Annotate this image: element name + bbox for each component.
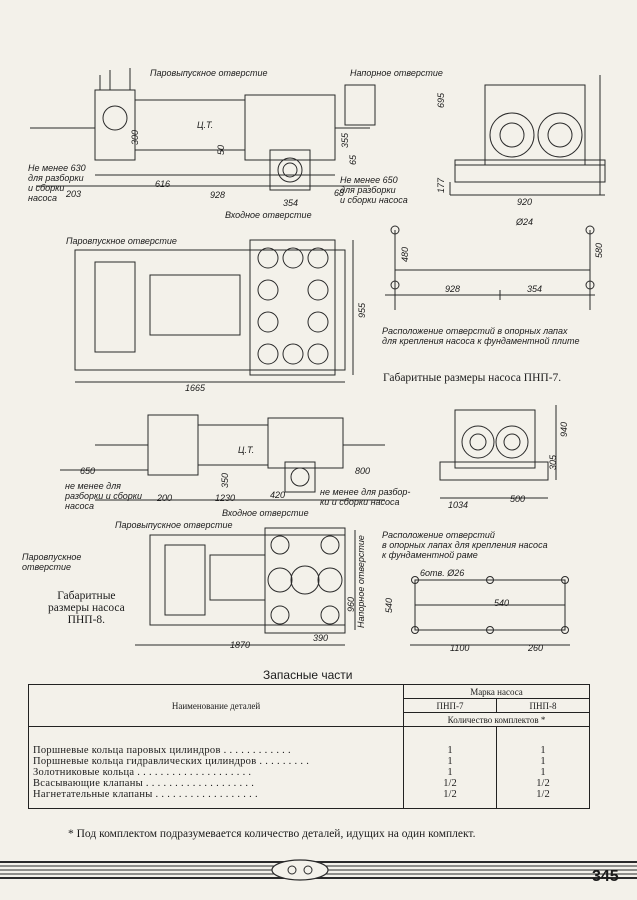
dim-355: 355	[340, 132, 350, 148]
dim-500: 500	[510, 494, 526, 504]
caption-pnp7: Габаритные размеры насоса ПНП-7.	[383, 372, 562, 384]
table-row: Поршневые кольца гидравлических цилиндро…	[28, 756, 591, 767]
dim-420: 420	[270, 490, 286, 500]
label-pressure-outlet-vertical: Напорное отверстие	[356, 535, 366, 628]
col-brand: Марка насоса	[403, 684, 590, 699]
row-pnp7: 1	[403, 756, 497, 767]
dim-203: 203	[66, 189, 82, 199]
label-holes-note-1: Расположение отверстий в опорных лапах д…	[382, 326, 580, 346]
dim-1665: 1665	[185, 383, 206, 393]
label-not-less-a: не менее для разборки и сборки насоса	[65, 481, 143, 511]
pnp8-hole-layout	[410, 576, 570, 646]
dim-960: 960	[346, 596, 356, 612]
dim-540: 540	[384, 597, 394, 613]
row-pnp7: 1	[403, 726, 497, 756]
col-name: Наименование деталей	[28, 684, 404, 727]
row-name: Поршневые кольца паровых цилиндров . . .…	[28, 726, 404, 756]
dim-d24: Ø24	[516, 217, 534, 227]
pnp7-plan-view	[74, 239, 354, 383]
label-not-less-630: Не менее 630 для разборки и сборки насос…	[28, 163, 86, 203]
row-name: Нагнетательные клапаны . . . . . . . . .…	[28, 789, 404, 809]
dim-540b: 540	[494, 598, 510, 608]
dim-390: 390	[313, 633, 329, 643]
dim-1230: 1230	[215, 493, 236, 503]
dim-928b: 928	[445, 284, 461, 294]
page-number: 345	[592, 868, 619, 885]
label-holes-note-2: Расположение отверстий в опорных лапах д…	[382, 530, 548, 560]
table-row: Всасывающие клапаны . . . . . . . . . . …	[28, 778, 591, 789]
row-pnp8: 1/2	[495, 778, 591, 789]
row-pnp7: 1/2	[403, 789, 497, 809]
dim-354b: 354	[527, 284, 543, 294]
footnote: * Под комплектом подразумевается количес…	[68, 828, 476, 840]
table-row: Золотниковые кольца . . . . . . . . . . …	[28, 767, 591, 778]
dim-616: 616	[155, 179, 171, 189]
row-name: Всасывающие клапаны . . . . . . . . . . …	[28, 778, 404, 789]
pnp7-hole-layout	[385, 225, 595, 310]
row-pnp8: 1	[495, 767, 591, 778]
label-steam-outlet: Паровыпускное отверстие	[150, 68, 268, 78]
row-pnp7: 1	[403, 767, 497, 778]
dim-1034: 1034	[448, 500, 469, 510]
dim-920: 920	[517, 197, 533, 207]
dim-200: 200	[157, 493, 173, 503]
dim-50: 50	[216, 144, 226, 155]
dim-580: 580	[594, 242, 604, 258]
label-ct-1: Ц.Т.	[197, 120, 214, 130]
dim-800: 800	[355, 466, 371, 476]
row-name: Золотниковые кольца . . . . . . . . . . …	[28, 767, 404, 778]
dim-65: 65	[348, 154, 358, 165]
label-ct-2: Ц.Т.	[238, 445, 255, 455]
table-row: Поршневые кольца паровых цилиндров . . .…	[28, 726, 591, 756]
dim-1870: 1870	[230, 640, 251, 650]
label-steam-inlet: Паровпускное отверстие	[66, 236, 177, 246]
dim-955: 955	[357, 302, 367, 318]
label-inlet-1: Входное отверстие	[225, 210, 312, 220]
table-row: Нагнетательные клапаны . . . . . . . . .…	[28, 789, 591, 809]
pnp8-front-view	[439, 405, 557, 499]
dim-695: 695	[436, 92, 446, 108]
dim-68: 68	[334, 188, 345, 198]
label-not-less-650: Не менее 650 для разборки и сборки насос…	[340, 175, 408, 205]
dim-650: 650	[80, 466, 96, 476]
label-holes-count: 6отв. Ø26	[420, 568, 465, 578]
label-not-less-b: не менее для разбор- ки и сборки насоса	[320, 487, 411, 507]
caption-pnp8: Габаритные размеры насоса ПНП-8.	[48, 590, 125, 626]
dim-928: 928	[210, 190, 226, 200]
pnp7-front-view	[449, 75, 606, 196]
label-pressure-outlet: Напорное отверстие	[350, 68, 443, 78]
pnp7-side-elevation	[30, 68, 376, 191]
dim-350: 350	[220, 472, 230, 488]
spares-table: Наименование деталей Марка насоса ПНП-7 …	[28, 684, 591, 809]
spares-title: Запасные части	[263, 668, 353, 682]
pnp8-side-elevation	[60, 414, 385, 501]
col-qty: Количество комплектов *	[403, 712, 590, 727]
row-pnp8: 1	[495, 756, 591, 767]
label-steam-outlet-2: Паровыпускное отверстие	[115, 520, 233, 530]
pnp8-plan-view	[135, 527, 356, 646]
dim-480: 480	[400, 246, 410, 262]
row-pnp7: 1/2	[403, 778, 497, 789]
row-pnp8: 1/2	[495, 789, 591, 809]
dim-305: 305	[548, 454, 558, 470]
col-pnp7: ПНП-7	[403, 698, 497, 713]
dim-260: 260	[528, 643, 544, 653]
dim-1100: 1100	[450, 643, 470, 653]
col-pnp8: ПНП-8	[495, 698, 591, 713]
row-name: Поршневые кольца гидравлических цилиндро…	[28, 756, 404, 767]
dim-177: 177	[436, 177, 446, 193]
dim-940: 940	[559, 421, 569, 437]
dim-354: 354	[283, 198, 299, 208]
label-inlet-2: Входное отверстие	[222, 508, 309, 518]
row-pnp8: 1	[495, 726, 591, 756]
label-steam-inlet-2: Паровпускное отверстие	[22, 552, 82, 572]
dim-300: 300	[130, 129, 140, 145]
